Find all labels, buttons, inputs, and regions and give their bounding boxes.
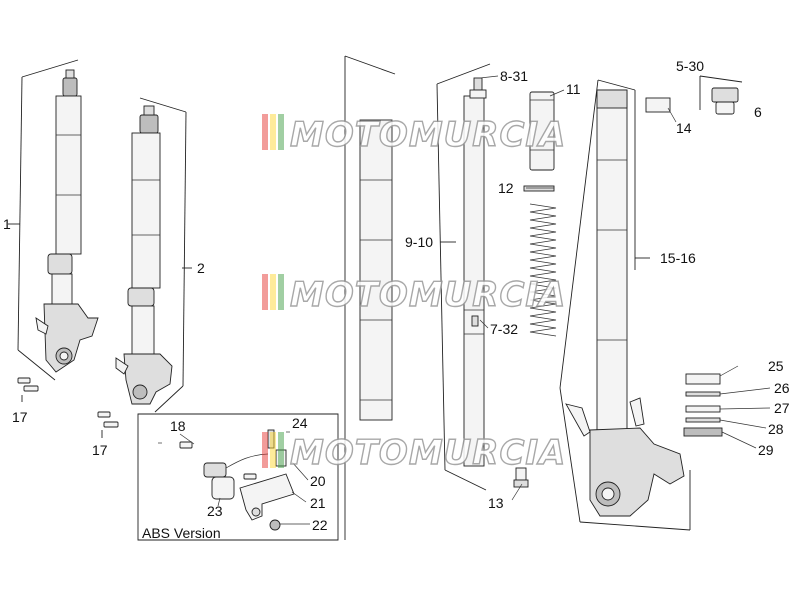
bolt-pair-17b[interactable] <box>97 411 119 438</box>
callout-14: 14 <box>676 120 692 136</box>
washer-22[interactable] <box>269 519 281 531</box>
bottom-bolt-13[interactable] <box>513 467 529 488</box>
callout-28: 28 <box>768 421 784 437</box>
watermark-3: MOTOMURCIA <box>262 432 566 474</box>
callout-29: 29 <box>758 442 774 458</box>
callout-6: 6 <box>754 104 762 120</box>
callout-12: 12 <box>498 180 514 196</box>
fork-spring[interactable] <box>529 203 557 337</box>
callout-1: 1 <box>3 216 11 232</box>
screw-20[interactable] <box>243 473 257 480</box>
callout-17a: 17 <box>12 409 28 425</box>
watermark-2: MOTOMURCIA <box>262 274 566 316</box>
ring-28[interactable] <box>685 417 721 423</box>
watermark-1: MOTOMURCIA <box>262 114 566 156</box>
callout-24: 24 <box>292 415 308 431</box>
watermark-text-3: MOTOMURCIA <box>290 433 566 473</box>
callout-11: 11 <box>566 81 581 97</box>
callout-27: 27 <box>774 400 790 416</box>
spacer-11[interactable] <box>529 91 555 171</box>
sensor-bracket-21[interactable] <box>239 473 295 521</box>
seal-27[interactable] <box>685 405 721 413</box>
callout-22: 22 <box>312 517 328 533</box>
leader-lines <box>179 75 771 525</box>
callout-13: 13 <box>488 495 504 511</box>
dust-seal-29[interactable] <box>683 427 723 437</box>
callout-18: 18 <box>170 418 186 434</box>
callout-20: 20 <box>310 473 326 489</box>
bushing-14[interactable] <box>645 97 671 113</box>
callout-23: 23 <box>207 503 223 519</box>
damper-cartridge-7-32[interactable] <box>436 63 491 491</box>
watermark-text-1: MOTOMURCIA <box>290 115 566 155</box>
bolt-18[interactable] <box>179 441 193 449</box>
callout-7-32: 7-32 <box>490 321 518 337</box>
washer-12[interactable] <box>523 185 555 192</box>
watermark-text-2: MOTOMURCIA <box>290 275 566 315</box>
callout-2: 2 <box>197 260 205 276</box>
stanchion-tube-9-10[interactable] <box>344 55 456 540</box>
callout-17b: 17 <box>92 442 108 458</box>
fork-leg-assembly-2[interactable] <box>115 97 192 413</box>
cap-assembly-5-30[interactable] <box>699 75 743 115</box>
fork-leg-assembly-1[interactable] <box>8 59 99 381</box>
callout-8-31: 8-31 <box>500 68 528 84</box>
abs-version-title: ABS Version <box>142 525 221 541</box>
callout-15-16: 15-16 <box>660 250 696 266</box>
top-bolt-8-31[interactable] <box>469 77 487 99</box>
seal-25[interactable] <box>685 373 721 385</box>
callout-25: 25 <box>768 358 784 374</box>
bolt-pair-17a[interactable] <box>17 377 39 402</box>
abs-sensor-23[interactable] <box>203 453 269 500</box>
callout-21: 21 <box>310 495 326 511</box>
callout-26: 26 <box>774 380 790 396</box>
seal-stack[interactable] <box>683 373 723 437</box>
callout-labels: 1 2 17 17 8-31 11 12 9-10 7-32 13 15-16 … <box>3 58 790 541</box>
callout-9-10: 9-10 <box>405 234 433 250</box>
callout-5-30: 5-30 <box>676 58 704 74</box>
outer-slider-15-16[interactable] <box>559 79 691 531</box>
ring-26[interactable] <box>685 391 721 397</box>
